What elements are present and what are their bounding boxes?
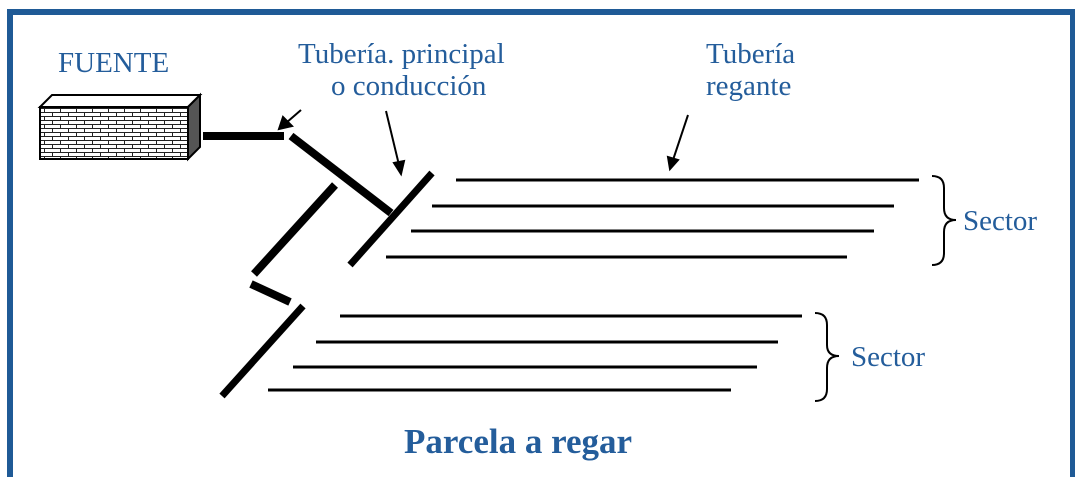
sector-label-lower: Sector (851, 341, 926, 373)
lateral-pipe-label-line2: regante (706, 70, 792, 102)
annotation-arrows (277, 109, 689, 177)
upper-sector (347, 170, 957, 268)
sector-brace-upper (931, 175, 957, 266)
main-pipe-label-line2: o conducción (331, 70, 487, 102)
main-pipe-diagonal (288, 132, 394, 217)
sector-label-upper: Sector (963, 205, 1038, 237)
sector-brace-lower (814, 312, 840, 402)
arrow-conduction (385, 110, 406, 177)
arrow-lateral (666, 114, 689, 172)
brick-wall-icon (37, 92, 203, 162)
lateral-pipe-label-line1: Tubería (706, 38, 796, 70)
main-pipe-connector (249, 280, 292, 306)
main-pipe (203, 132, 394, 306)
source-label: FUENTE (58, 47, 170, 79)
main-pipe-down-segment (251, 182, 338, 277)
upper-manifold (347, 170, 435, 268)
diagram-title: Parcela a regar (404, 422, 633, 461)
lower-manifold (219, 303, 306, 399)
lower-sector (219, 303, 840, 402)
diagram-frame (7, 9, 1075, 477)
arrow-main-pipe (277, 109, 302, 131)
main-pipe-label-line1: Tubería. principal (298, 38, 505, 70)
